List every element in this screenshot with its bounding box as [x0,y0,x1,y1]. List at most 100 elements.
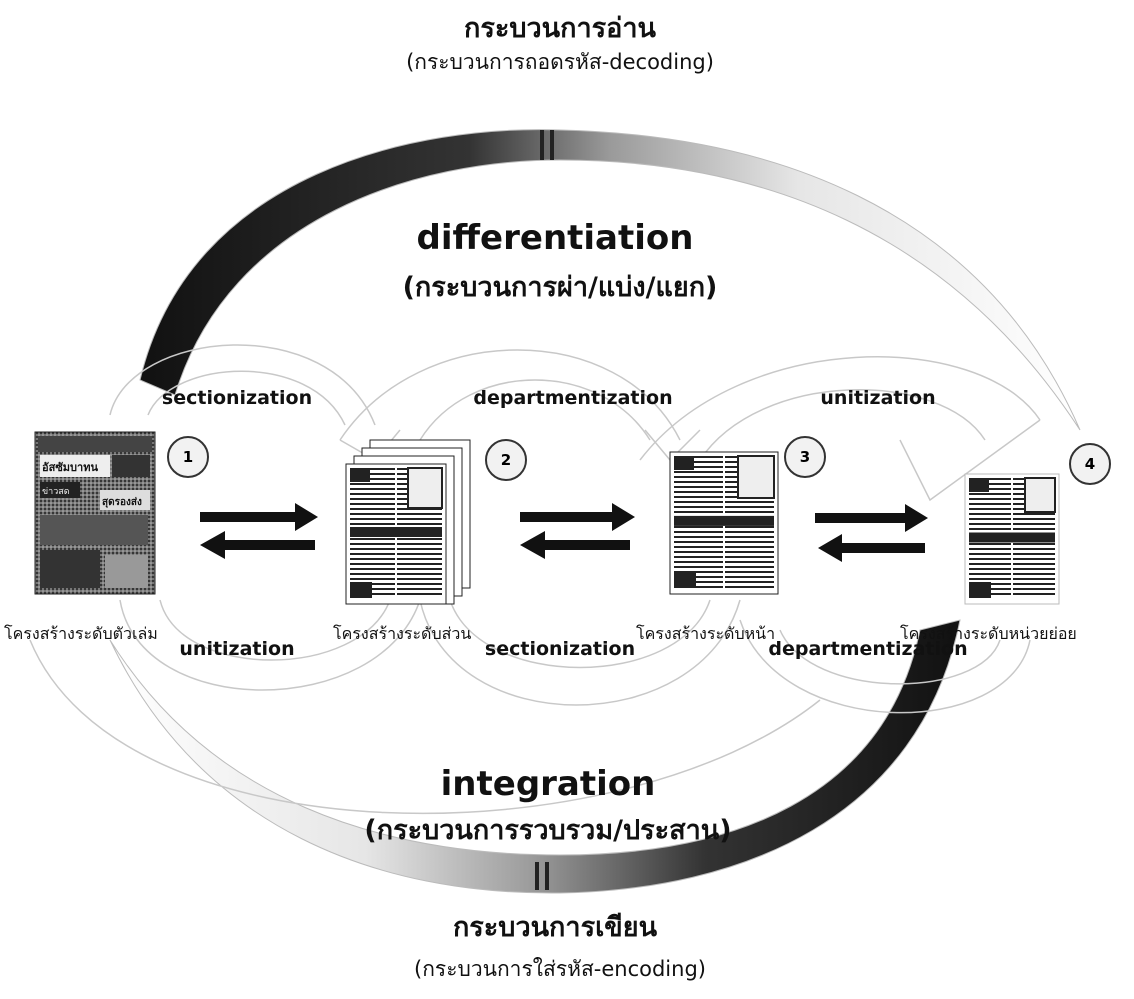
arrow-left-2 [520,531,630,559]
top-process-sectionization: sectionization [161,387,313,409]
page-line [350,473,395,475]
page-line [725,526,774,528]
page-line [674,546,723,548]
page-line [674,476,723,478]
page-line [674,466,723,468]
page-line [397,553,442,555]
page-line [397,518,442,520]
page-line [969,553,1011,555]
writing-subtitle: (กระบวนการใส่รหัส-encoding) [414,957,706,981]
page-block [350,582,372,598]
page-line [725,586,774,588]
page-line [969,498,1011,500]
arrow-right-2 [520,503,635,531]
page-line [1013,593,1055,595]
page-line [725,556,774,558]
arrow-left-3 [818,534,925,562]
page-line [1013,523,1055,525]
page-line [674,576,723,578]
level-3-number: 3 [800,448,810,466]
page-line [397,513,442,515]
page-line [1013,513,1055,515]
page-line [969,573,1011,575]
page-line [1013,573,1055,575]
page-line [350,493,395,495]
page-line [674,456,723,458]
page-line [350,508,395,510]
level-1-label: โครงสร้างระดับตัวเล่ม [4,624,158,643]
page-line [674,586,723,588]
page-line [674,556,723,558]
page-line [674,566,723,568]
page-line [674,491,723,493]
page-line [674,536,723,538]
page-line [1013,518,1055,520]
page-line [350,553,395,555]
page-block [350,468,370,482]
bottom-process-unitization: unitization [179,638,295,660]
news-headline-2: สุดรองส่ง [102,496,142,508]
page-line [969,578,1011,580]
integration-thai: (กระบวนการรวบรวม/ประสาน) [364,815,732,846]
page-block [969,532,1055,543]
page-line [674,496,723,498]
page-line [350,503,395,505]
page-line [969,548,1011,550]
reading-subtitle: (กระบวนการถอดรหัส-decoding) [406,50,714,74]
page-line [397,578,442,580]
page-line [397,573,442,575]
page-line [969,543,1011,545]
page-line [725,581,774,583]
page-line [350,563,395,565]
page-line [725,551,774,553]
page-line [969,563,1011,565]
page-line [969,503,1011,505]
arrow-right-3 [815,504,928,532]
page-lines-3 [674,455,775,588]
page-line [1013,578,1055,580]
page-lines-4 [969,477,1056,598]
page-line [397,593,442,595]
page-line [674,561,723,563]
page-line [674,481,723,483]
page-line [1013,583,1055,585]
reading-arc [139,129,1081,431]
page-line [1013,568,1055,570]
page-line [674,461,723,463]
page-line [725,506,774,508]
bottom-loops [29,599,1031,815]
page-line [350,573,395,575]
page-line [725,546,774,548]
page-line [969,488,1011,490]
page-line [725,536,774,538]
page-line [350,518,395,520]
page-line [350,478,395,480]
page-line [350,583,395,585]
page-line [397,558,442,560]
page-line [1013,528,1055,530]
page-line [1013,588,1055,590]
bottom-process-departmentization: departmentization [768,638,968,660]
writing-title: กระบวนการเขียน [452,912,658,943]
page-line [674,531,723,533]
page-line [674,526,723,528]
page-line [350,488,395,490]
page-line [1013,548,1055,550]
page-line [674,506,723,508]
page-line [674,581,723,583]
page-line [725,541,774,543]
level-1-number: 1 [183,448,193,466]
page-line [350,543,395,545]
page-photo [737,455,775,499]
page-line [350,468,395,470]
top-process-unitization: unitization [820,387,936,409]
page-line [725,576,774,578]
page-line [725,566,774,568]
top-process-departmentization: departmentization [473,387,673,409]
page-block [674,456,694,470]
page-block [350,527,442,537]
page-line [725,501,774,503]
page-line [350,523,395,525]
news-headline-1: อัสซัมบาทน [42,461,98,474]
